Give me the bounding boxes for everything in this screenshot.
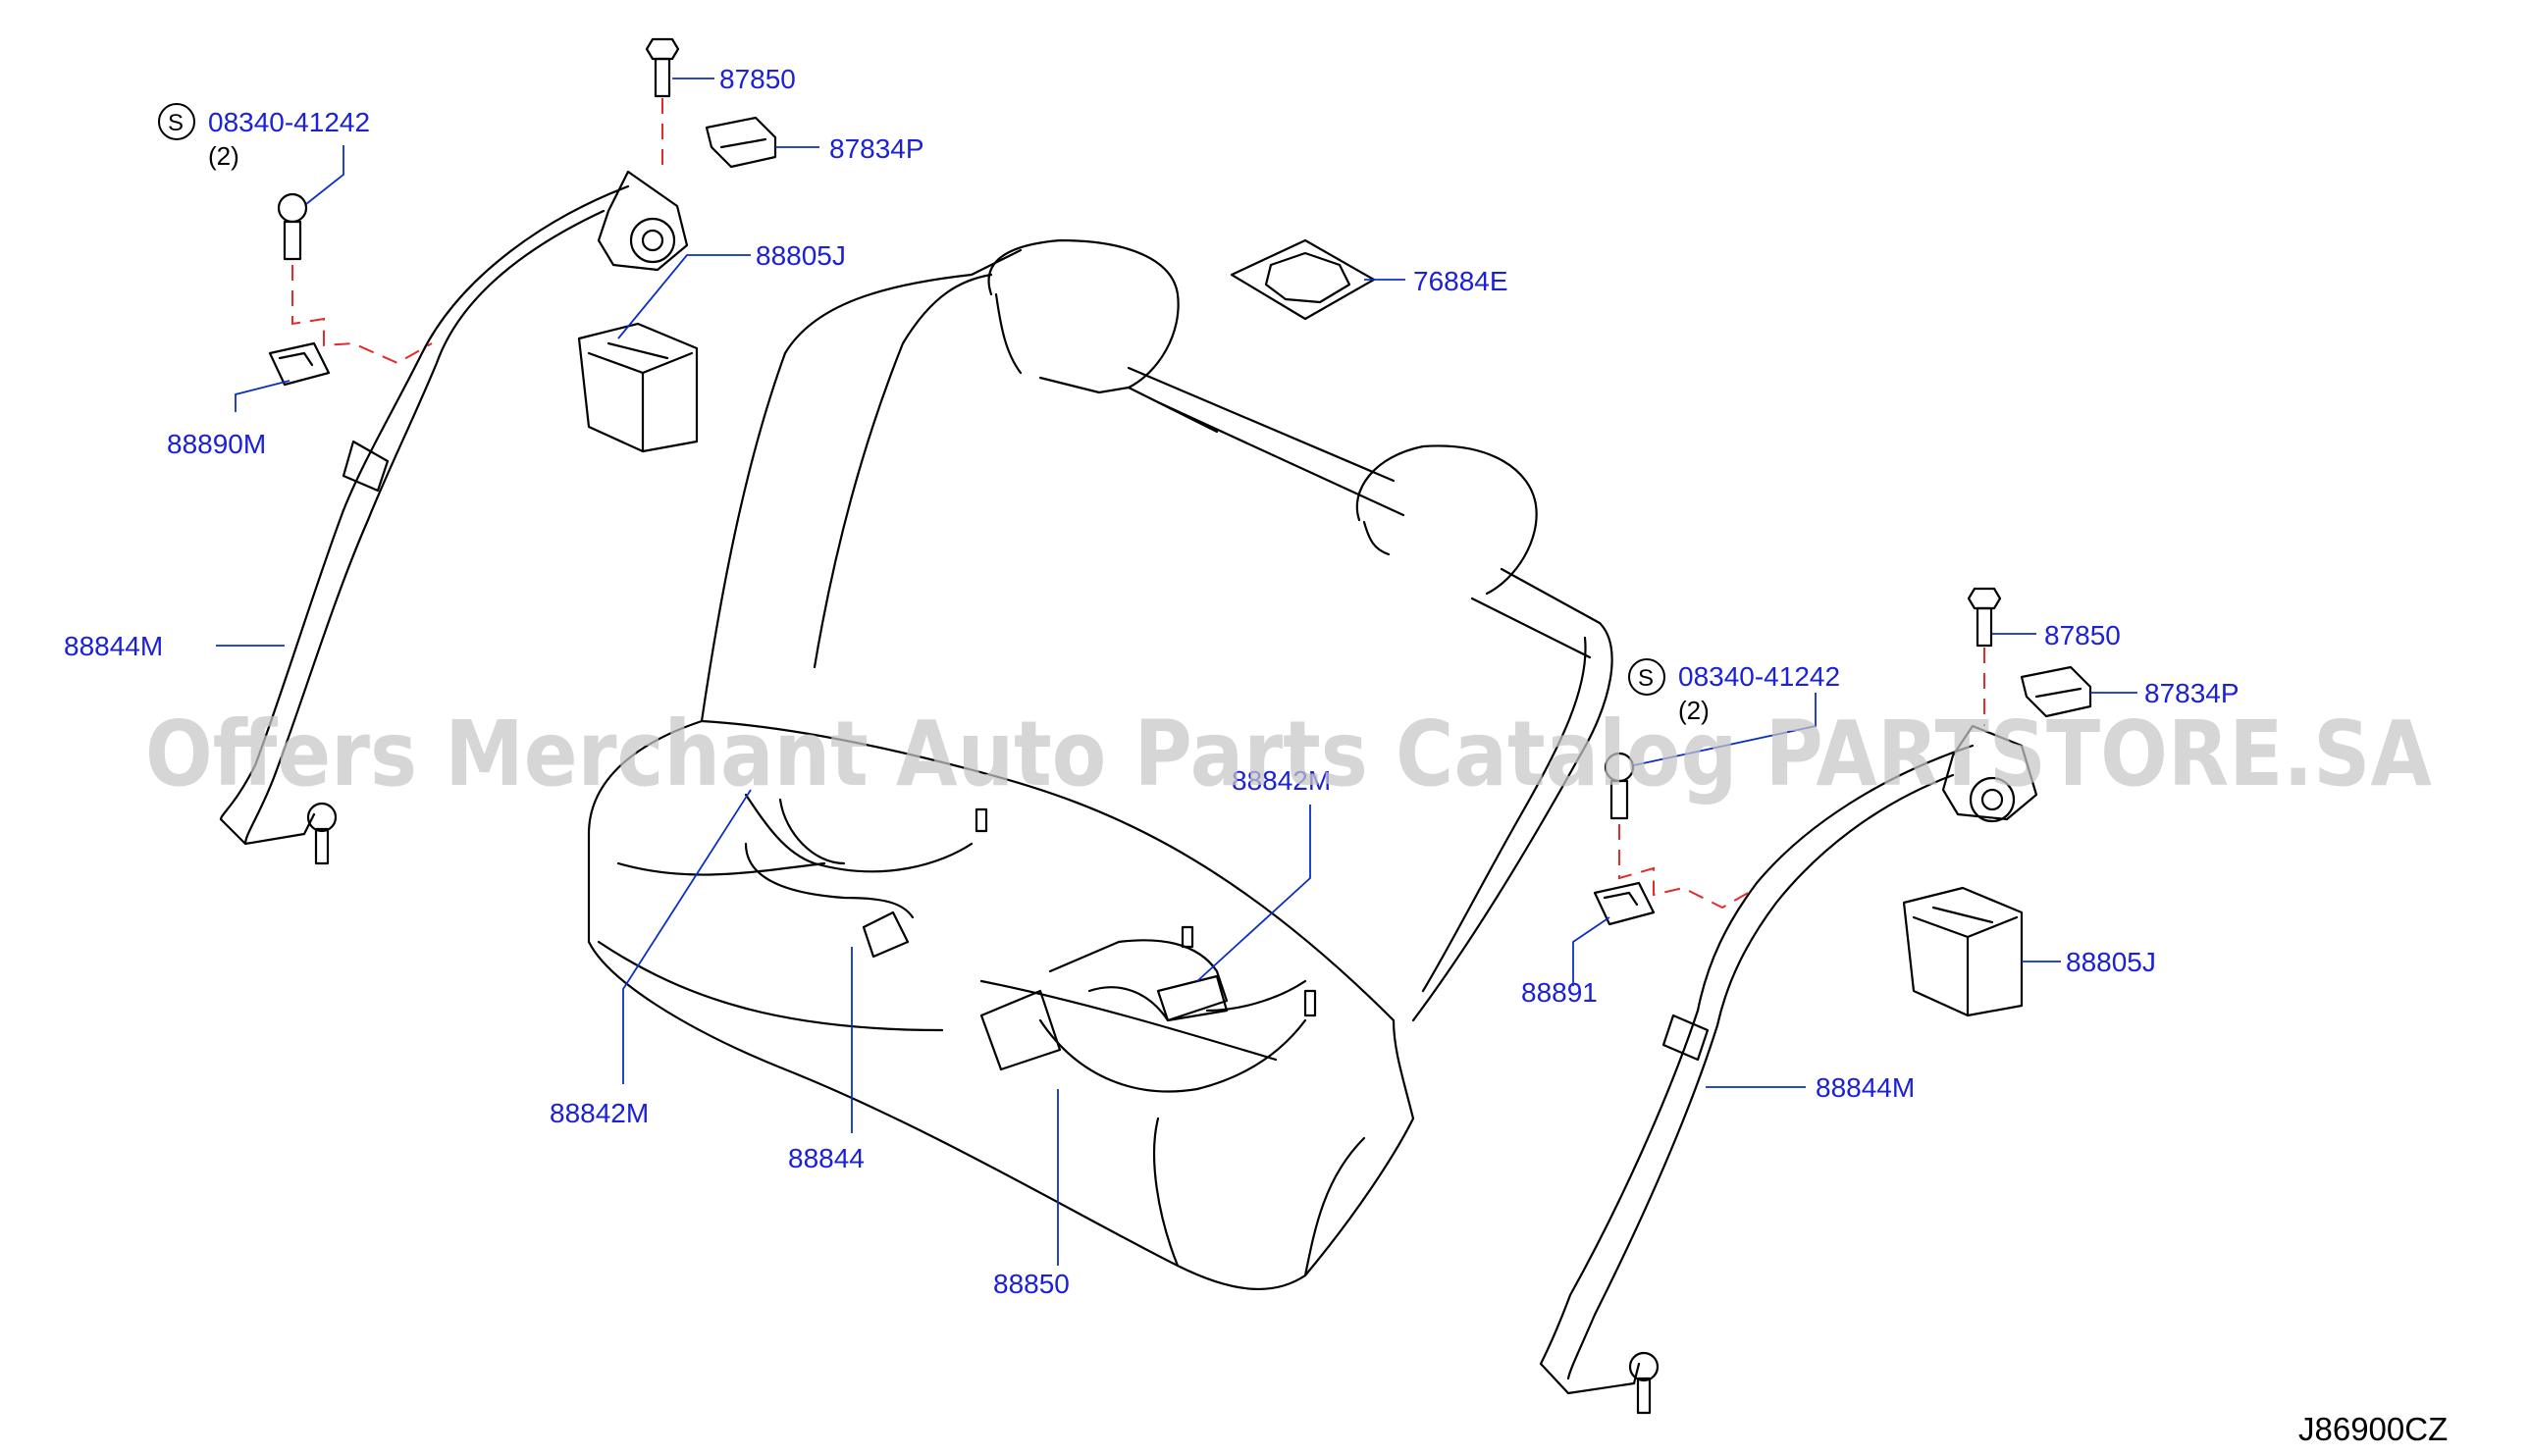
callout-88890M: 88890M [167, 429, 266, 459]
callout-88842M-center: 88842M [1232, 765, 1331, 796]
right-seat-belt-assembly [1539, 724, 2038, 1415]
callout-88850: 88850 [993, 1269, 1070, 1299]
plate-76884E [1230, 238, 1376, 321]
right-screw-08340 [1604, 752, 1758, 910]
callout-87834P-left: 87834P [829, 133, 924, 164]
left-clip-87834P [705, 116, 777, 169]
s-symbol-left-text: S [168, 110, 184, 136]
left-screw-08340 [277, 192, 433, 365]
left-bolt-87850 [645, 37, 680, 175]
callout-88844M-left: 88844M [64, 631, 163, 661]
callout-08340-qty-right: (2) [1678, 696, 1710, 725]
callout-88805J-left: 88805J [756, 240, 846, 271]
left-retainer-88890M [268, 341, 331, 387]
callout-87850-right: 87850 [2044, 620, 2121, 650]
left-seat-belt-assembly [219, 170, 689, 865]
callout-88844: 88844 [788, 1143, 865, 1173]
watermark-text: Offers Merchant Auto Parts Catalog PARTS… [145, 702, 2432, 806]
leader-lines [216, 78, 2137, 1266]
callout-76884E: 76884E [1413, 266, 1508, 296]
s-symbol-right-text: S [1638, 665, 1654, 692]
diagram-code: J86900CZ [2298, 1411, 2448, 1447]
callout-08340-qty-left: (2) [208, 141, 239, 171]
callout-08340-41242-right: 08340-41242 [1678, 661, 1840, 692]
right-clip-87834P [2020, 665, 2092, 718]
callout-08340-41242-left: 08340-41242 [208, 107, 370, 137]
right-retainer-88891 [1593, 881, 1656, 926]
callout-labels: 87850 87834P S 08340-41242 (2) 88805J 76… [64, 64, 2240, 1299]
rear-seat-illustration [587, 238, 1613, 1290]
callout-88805J-right: 88805J [2066, 947, 2156, 977]
callout-88844M-right: 88844M [1816, 1072, 1915, 1103]
callout-87850-left: 87850 [719, 64, 796, 94]
callout-88842M-left: 88842M [550, 1098, 649, 1128]
s-symbol-left [158, 103, 195, 140]
left-escutcheon-88805J [577, 322, 699, 453]
callout-88891: 88891 [1521, 977, 1598, 1008]
right-bolt-87850 [1967, 587, 2002, 726]
right-escutcheon-88805J [1902, 886, 2024, 1017]
s-symbol-right [1628, 658, 1665, 696]
callout-87834P-right: 87834P [2144, 678, 2240, 708]
